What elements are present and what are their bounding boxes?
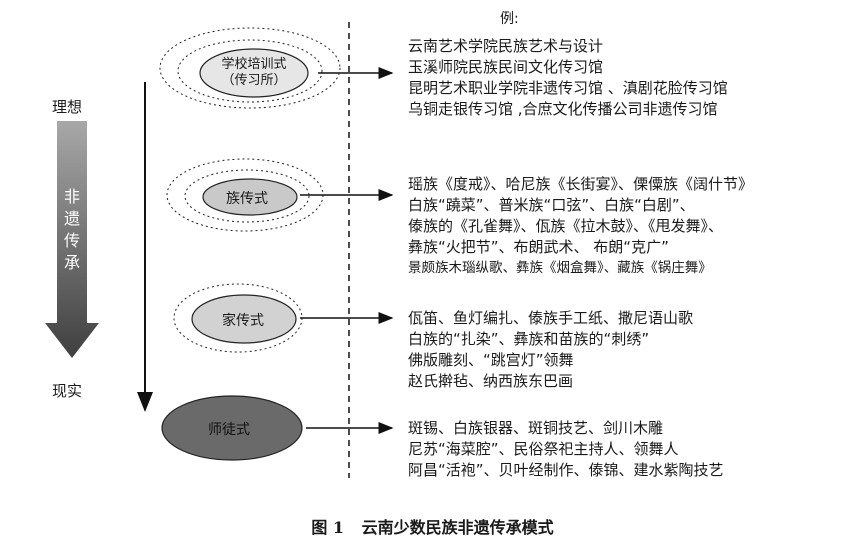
- ideal-label: 理想: [52, 98, 83, 116]
- mode-school-label: 学校培训式 （传习所）: [221, 57, 287, 88]
- mode-clan: [166, 158, 394, 232]
- figure-number: 图 1: [311, 518, 345, 537]
- examples-family: 佤笛、鱼灯编扎、傣族手工纸、撒尼语山歌 白族的“扎染”、彝族和苗族的“刺绣” 佛…: [408, 308, 693, 392]
- examples-master: 斑锡、白族银器、斑铜技艺、剑川木雕 尼苏“海菜腔”、民俗祭祀主持人、领舞人 阿昌…: [408, 418, 724, 481]
- mode-family: [173, 283, 394, 353]
- examples-clan: 瑶族《度戒》、哈尼族《长街宴》、傈僳族《阔什节》 白族“蹺菜”、普米族“口弦”、…: [408, 174, 753, 279]
- example-line: 景颇族木瑙纵歌、彝族《烟盒舞》、藏族《锅庄舞》: [408, 260, 712, 276]
- mode-family-label: 家传式: [222, 313, 264, 329]
- example-line: 尼苏“海菜腔”、民俗祭祀主持人、领舞人: [408, 440, 679, 458]
- mode-clan-label: 族传式: [226, 191, 268, 207]
- example-line: 玉溪师院民族民间文化传习馆: [408, 58, 604, 76]
- transition-arrow: [45, 121, 99, 358]
- example-line: 傣族的《孔雀舞》、佤族《拉木鼓》、《甩发舞》、: [408, 217, 724, 235]
- example-line: 瑶族《度戒》、哈尼族《长街宴》、傈僳族《阔什节》: [408, 175, 754, 193]
- example-line: 斑锡、白族银器、斑铜技艺、剑川木雕: [408, 419, 664, 437]
- example-line: 彝族“火把节”、布朗武术、 布朗“克广”: [408, 238, 669, 256]
- example-line: 云南艺术学院民族艺术与设计: [408, 37, 604, 55]
- figure-caption: 图 1 云南少数民族非遗传承模式: [0, 514, 865, 538]
- example-line: 乌铜走银传习馆 ,合庶文化传播公司非遗传习馆: [408, 100, 718, 118]
- figure-title: 云南少数民族非遗传承模式: [361, 518, 554, 537]
- example-line: 佛版雕刻、“跳宫灯”领舞: [408, 351, 574, 369]
- example-line: 白族的“扎染”、彝族和苗族的“刺绣”: [408, 330, 650, 348]
- examples-school: 云南艺术学院民族艺术与设计 玉溪师院民族民间文化传习馆 昆明艺术职业学院非遗传习…: [408, 36, 728, 120]
- example-legend: 例:: [500, 11, 519, 27]
- reality-label: 现实: [52, 382, 83, 400]
- example-line: 昆明艺术职业学院非遗传习馆 、滇剧花脸传习馆: [408, 79, 728, 97]
- example-line: 佤笛、鱼灯编扎、傣族手工纸、撒尼语山歌: [408, 309, 694, 327]
- mode-master-label: 师徒式: [208, 422, 250, 438]
- arrow-text: 非 遗 传 承: [63, 187, 80, 272]
- mode-school: [159, 27, 394, 109]
- mode-master: [161, 395, 394, 461]
- example-line: 阿昌“活袍”、贝叶经制作、傣锦、建水紫陶技艺: [408, 461, 724, 479]
- example-line: 赵氏擀毡、纳西族东巴画: [408, 372, 574, 390]
- example-line: 白族“蹺菜”、普米族“口弦”、白族“白剧”、: [408, 196, 695, 214]
